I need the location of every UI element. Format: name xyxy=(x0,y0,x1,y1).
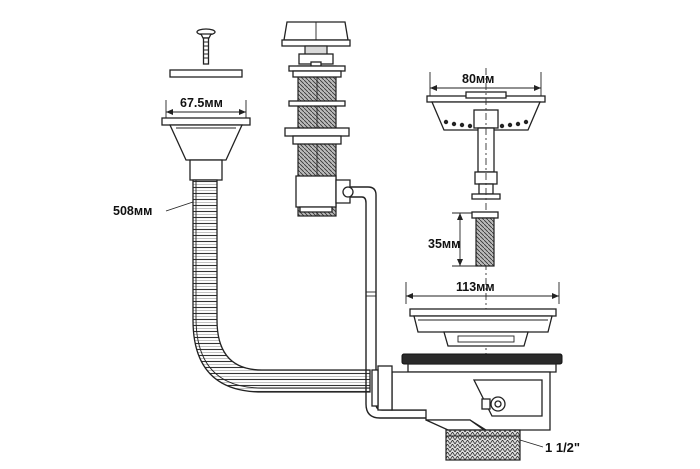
leader-hose-length xyxy=(165,201,194,212)
outlet-thread xyxy=(445,429,521,461)
label-stem: 35мм xyxy=(428,237,460,251)
dimension-strainer xyxy=(429,72,542,100)
sink-flange xyxy=(409,308,557,347)
overflow-gasket xyxy=(169,69,243,78)
label-overflow-neck: 67.5мм xyxy=(180,96,223,110)
label-strainer: 80мм xyxy=(462,72,494,86)
overflow-fitting xyxy=(161,117,251,181)
threaded-stem xyxy=(471,211,499,267)
corrugated-hose xyxy=(192,179,371,393)
drain-body xyxy=(371,363,557,431)
label-flange: 113мм xyxy=(456,280,495,294)
sink-sealing-ring xyxy=(401,353,563,365)
dimension-stem xyxy=(452,212,476,267)
overflow-nuts xyxy=(284,65,350,145)
label-outlet-thread: 1 1/2" xyxy=(545,440,580,455)
overflow-elbow xyxy=(295,175,354,213)
overflow-screw xyxy=(196,28,216,65)
label-hose-length: 508мм xyxy=(113,204,152,218)
overflow-button-cap xyxy=(281,21,351,47)
leader-outlet-thread xyxy=(519,439,544,448)
dimension-flange xyxy=(405,282,560,304)
